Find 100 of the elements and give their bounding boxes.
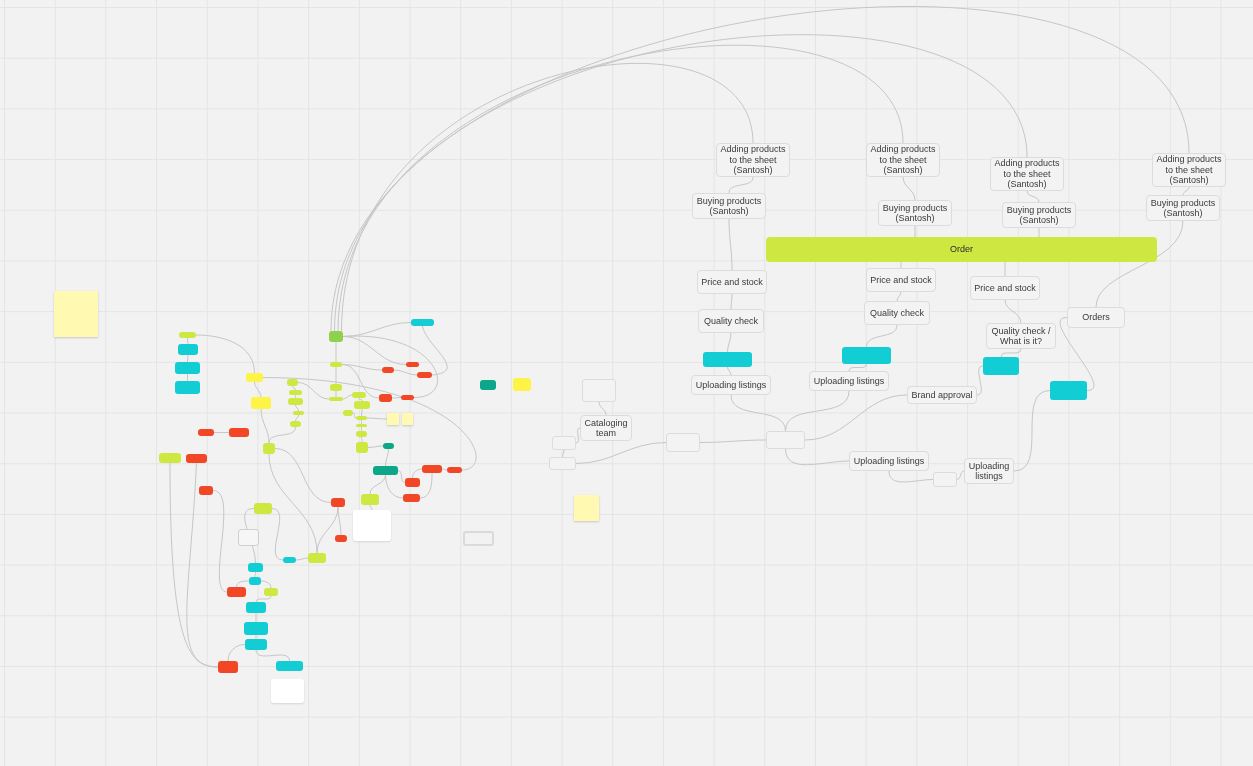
connector-line: [262, 377, 477, 471]
topic-box: [356, 442, 368, 453]
topic-box: [276, 661, 303, 671]
connector-line: [236, 580, 250, 588]
connector-line: [412, 468, 423, 479]
connector-line: [866, 324, 898, 348]
connector-line: [976, 365, 984, 396]
connector-line: [292, 385, 296, 391]
sticky-note: [387, 413, 399, 425]
connector-line: [337, 45, 904, 332]
connector-line: [187, 337, 189, 345]
connector-line: [699, 439, 767, 443]
connector-line: [342, 394, 353, 400]
topic-box: [447, 467, 462, 473]
topic-box: [227, 587, 246, 597]
topic-box: Brand approval: [907, 386, 977, 404]
topic-box: Adding products to the sheet (Santosh): [1152, 153, 1226, 187]
connector-line: [186, 462, 219, 668]
topic-box: Adding products to the sheet (Santosh): [866, 143, 940, 177]
topic-box: Price and stock: [697, 270, 767, 294]
topic-box: Buying products (Santosh): [692, 193, 766, 219]
connector-line: [1000, 348, 1022, 358]
sticky-note: [402, 413, 413, 425]
connector-line: [391, 397, 402, 399]
connector-line: [268, 426, 296, 444]
connector-line: [330, 7, 1190, 332]
connector-line: [255, 649, 290, 662]
topic-box: [330, 362, 342, 367]
connector-line: [255, 595, 272, 603]
topic-box: [179, 332, 196, 338]
topic-box: [175, 381, 200, 394]
topic-box: [411, 319, 434, 326]
sticky-note: [574, 495, 599, 521]
connector-line: [358, 397, 363, 402]
topic-box: [382, 367, 394, 373]
topic-box: [246, 602, 266, 613]
connector-line: [785, 448, 850, 466]
topic-box: [329, 331, 343, 342]
topic-box: Adding products to the sheet (Santosh): [990, 157, 1064, 191]
topic-box: [335, 535, 347, 542]
topic-box: Buying products (Santosh): [1002, 202, 1076, 228]
connector-line: [1013, 390, 1051, 472]
connector-line: [393, 369, 418, 376]
connector-line: [271, 508, 284, 561]
connector-line: [1059, 317, 1095, 391]
topic-box: [480, 380, 496, 390]
topic-box: Buying products (Santosh): [878, 200, 952, 226]
topic-box: [245, 639, 267, 650]
topic-box: Uploading listings: [964, 458, 1014, 484]
topic-bar: Order: [766, 237, 1157, 262]
topic-box: Quality check: [698, 309, 764, 333]
topic-box: [766, 431, 805, 449]
topic-box: [287, 379, 298, 386]
connector-line: [195, 334, 255, 374]
topic-box: Cataloging team: [580, 415, 632, 441]
topic-box: [199, 486, 213, 495]
note-card: [271, 679, 304, 703]
topic-box: [582, 379, 616, 402]
topic-box: [290, 421, 301, 427]
connector-line: [341, 63, 754, 332]
connector-line: [896, 291, 902, 302]
connector-line: [295, 404, 299, 412]
connector-line: [227, 644, 246, 662]
topic-box: Uploading listings: [809, 371, 889, 391]
topic-box: [552, 436, 576, 450]
topic-box: [229, 428, 249, 437]
topic-box: [329, 397, 343, 401]
note-card: [353, 510, 391, 541]
connector-line: [297, 382, 330, 400]
topic-box: [383, 443, 394, 449]
connector-line: [902, 176, 916, 201]
topic-box: [983, 357, 1019, 375]
connector-line: [785, 390, 850, 432]
sticky-note: [54, 291, 98, 337]
topic-box: [249, 577, 261, 585]
topic-box: [186, 454, 207, 463]
topic-box: Price and stock: [970, 276, 1040, 300]
topic-box: [549, 457, 576, 470]
connector-line: [369, 474, 386, 495]
topic-box: [356, 431, 367, 437]
topic-box: [354, 401, 370, 409]
topic-box: Quality check / What is it?: [986, 323, 1056, 349]
topic-box: [379, 394, 392, 402]
connector-line: [260, 408, 270, 444]
connector-line: [728, 176, 754, 194]
topic-box: [406, 362, 419, 367]
connector-line: [385, 474, 404, 499]
connector-line: [334, 35, 1028, 332]
topic-box: [293, 411, 304, 415]
topic-box: [373, 466, 398, 475]
topic-box: Adding products to the sheet (Santosh): [716, 143, 790, 177]
connector-line: [441, 468, 448, 471]
connector-line: [1004, 299, 1022, 324]
topic-box: Orders: [1067, 307, 1125, 328]
connector-line: [295, 414, 299, 422]
connector-line: [212, 490, 228, 593]
topic-box: [842, 347, 891, 364]
connector-line: [213, 432, 230, 433]
topic-box: Uploading listings: [849, 451, 929, 471]
topic-box: [175, 362, 200, 374]
